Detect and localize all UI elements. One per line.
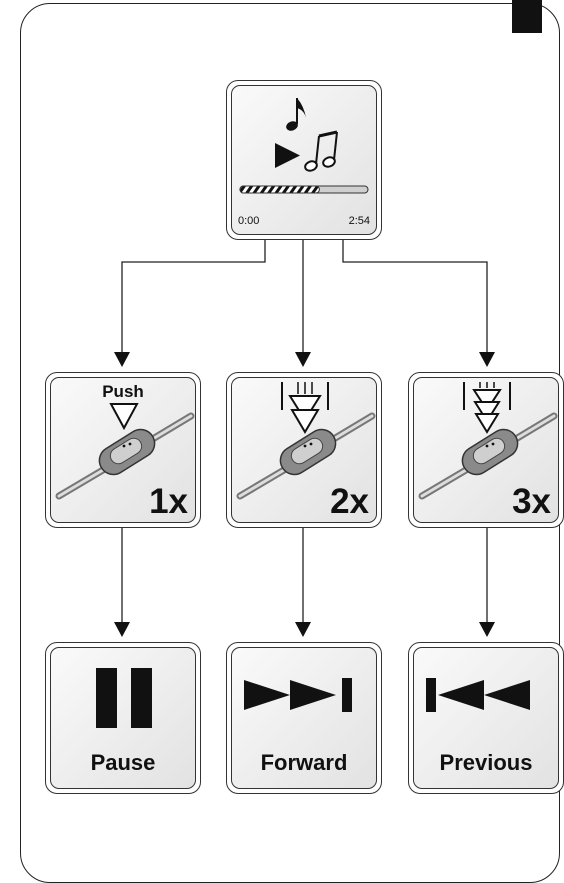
triple-press-arrow-icon	[418, 382, 558, 500]
press-panel-2x: 2x	[231, 377, 377, 523]
arrowhead	[479, 352, 495, 367]
action-panel-forward: Forward	[231, 647, 377, 789]
press-count: 2x	[330, 482, 369, 521]
instruction-page: 0:00 2:54 Push 1x	[20, 0, 564, 883]
action-label: Pause	[90, 750, 156, 775]
press-tile-1x: Push 1x	[45, 372, 201, 528]
arrowhead	[479, 622, 495, 637]
music-player-panel: 0:00 2:54	[231, 85, 377, 235]
arrowhead	[295, 352, 311, 367]
time-start: 0:00	[238, 215, 260, 227]
action-label: Forward	[260, 750, 348, 775]
connector-to-push-3x	[342, 232, 488, 352]
section-tab-marker	[512, 0, 542, 33]
connector-to-push-1x	[121, 232, 266, 352]
time-end: 2:54	[348, 215, 370, 227]
action-tile-forward: Forward	[226, 642, 382, 794]
flow-connectors	[114, 232, 495, 637]
action-tile-previous: Previous	[408, 642, 564, 794]
remote-control-icon	[55, 412, 195, 500]
single-press-arrow-icon	[55, 403, 195, 500]
arrowhead	[114, 352, 130, 367]
arrowhead	[295, 622, 311, 637]
music-play-icon	[239, 98, 369, 194]
action-panel-previous: Previous	[413, 647, 559, 789]
press-count: 1x	[149, 482, 188, 521]
press-panel-1x: Push 1x	[50, 377, 196, 523]
push-label: Push	[102, 382, 144, 401]
remote-control-icon	[418, 412, 558, 500]
press-tile-3x: 3x	[408, 372, 564, 528]
pause-icon	[96, 668, 152, 728]
press-panel-3x: 3x	[413, 377, 559, 523]
press-tile-2x: 2x	[226, 372, 382, 528]
action-label: Previous	[439, 750, 533, 775]
progress-bar-fill	[239, 185, 320, 194]
double-press-arrow-icon	[236, 382, 376, 500]
action-tile-pause: Pause	[45, 642, 201, 794]
skip-previous-icon	[426, 678, 530, 712]
arrowhead	[114, 622, 130, 637]
press-count: 3x	[512, 482, 551, 521]
music-player-tile: 0:00 2:54	[226, 80, 382, 240]
remote-control-icon	[236, 412, 376, 500]
action-panel-pause: Pause	[50, 647, 196, 789]
skip-forward-icon	[244, 678, 352, 712]
